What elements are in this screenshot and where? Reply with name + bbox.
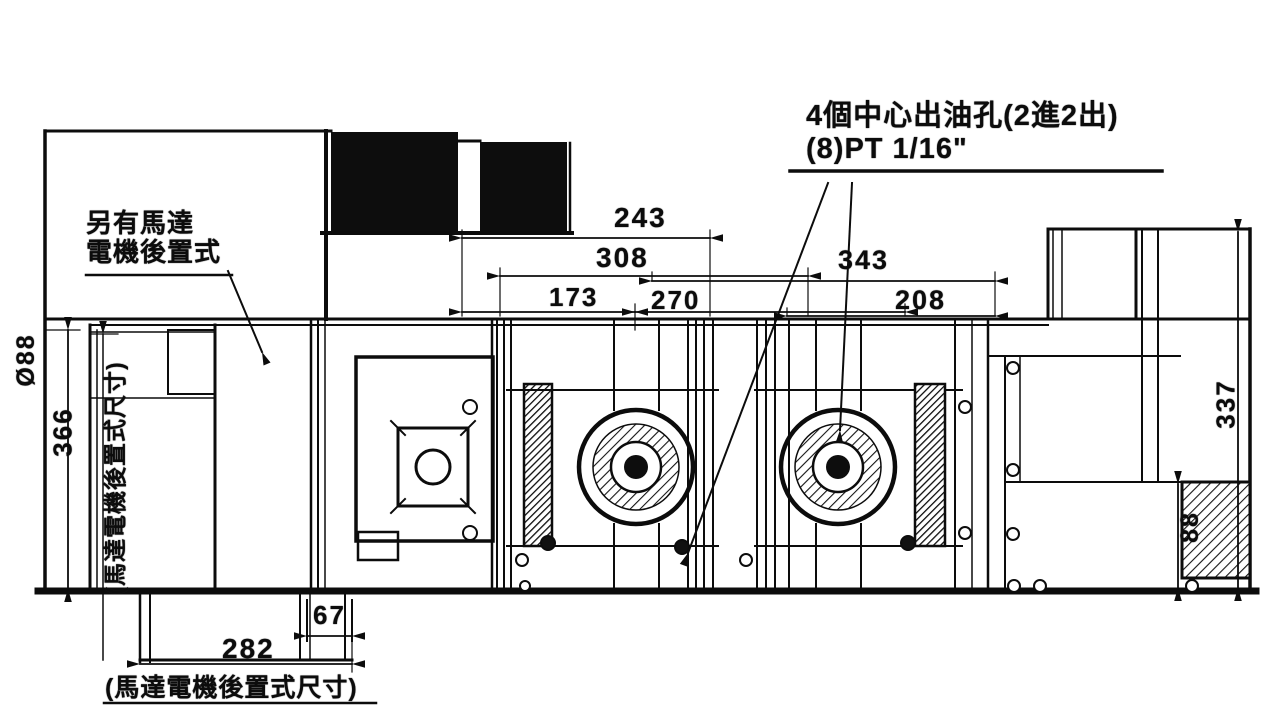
dim-173: 173 bbox=[549, 282, 599, 312]
leader-lines bbox=[226, 181, 854, 567]
dim-88: 88 bbox=[1175, 511, 1204, 543]
outer-outline bbox=[34, 129, 1260, 595]
pump-section-right bbox=[754, 317, 990, 593]
dim-270: 270 bbox=[651, 285, 701, 315]
dim-308: 308 bbox=[596, 242, 649, 273]
note-underlines bbox=[84, 169, 1164, 705]
mounting-foot bbox=[138, 590, 354, 664]
dimension-lines bbox=[44, 219, 1242, 673]
dim-243: 243 bbox=[614, 202, 667, 233]
bolt-circles bbox=[515, 535, 1199, 593]
dim-67: 67 bbox=[313, 600, 346, 630]
dim-343: 343 bbox=[838, 245, 890, 275]
note-oil-holes-line2: (8)PT 1/16" bbox=[806, 133, 968, 165]
middle-spacer-plates bbox=[687, 318, 790, 592]
note-alt-motor-line2: 電機後置式 bbox=[86, 237, 222, 267]
note-oil-holes-line1: 4個中心出油孔(2進2出) bbox=[806, 100, 1119, 132]
center-left-block bbox=[309, 317, 495, 593]
dim-208: 208 bbox=[895, 285, 947, 315]
dim-337: 337 bbox=[1210, 379, 1241, 429]
pump-section-left bbox=[496, 318, 719, 592]
dim-366: 366 bbox=[47, 407, 78, 457]
dim-282: 282 bbox=[222, 633, 275, 664]
left-body-section bbox=[88, 323, 217, 593]
note-alt-motor-line1: 另有馬達 bbox=[86, 208, 195, 238]
note-left-rotated-motor-dims: (馬達電機後置式尺寸) bbox=[101, 361, 128, 595]
note-bottom-motor-dims: (馬達電機後置式尺寸) bbox=[105, 674, 358, 702]
dim-diameter-88: Ø88 bbox=[11, 333, 40, 387]
